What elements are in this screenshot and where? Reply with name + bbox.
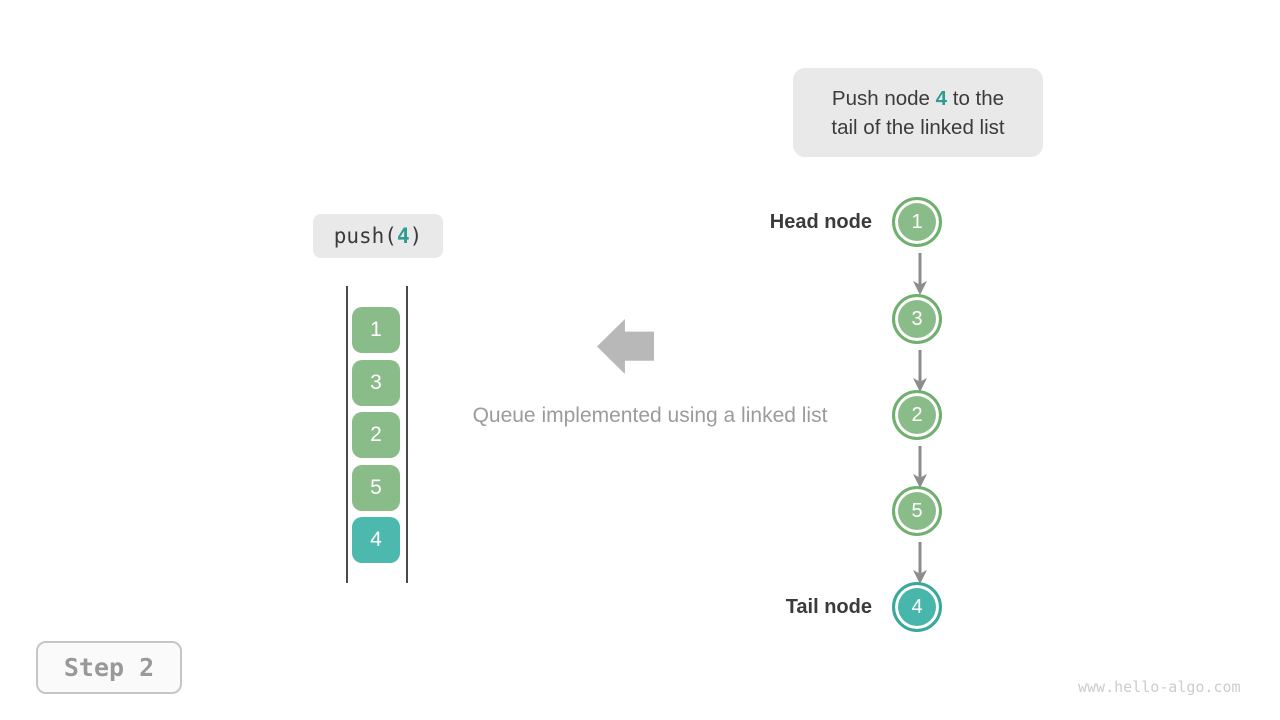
watermark: www.hello-algo.com [1078, 678, 1241, 696]
callout-line-2: tail of the linked list [831, 115, 1005, 139]
left-arrow-icon [597, 319, 654, 374]
list-node: 1 [892, 197, 942, 247]
queue-item-new: 4 [352, 517, 400, 563]
head-node-label: Head node [769, 211, 872, 233]
down-arrow-icon [913, 253, 927, 295]
list-node: 2 [892, 390, 942, 440]
down-arrow-icon [913, 542, 927, 584]
tail-node-label: Tail node [785, 596, 872, 618]
callout-highlight-value: 4 [935, 86, 948, 110]
step-badge: Step 2 [36, 641, 182, 694]
down-arrow-icon [913, 446, 927, 488]
list-node-tail: 4 [892, 582, 942, 632]
callout-line-1: Push node 4 to the [831, 86, 1005, 110]
queue-item: 1 [352, 307, 400, 353]
list-node: 5 [892, 486, 942, 536]
queue-rail-left [346, 286, 348, 583]
queue-rail-right [406, 286, 408, 583]
operation-suffix: ) [409, 224, 423, 248]
callout-bubble: Push node 4 to the tail of the linked li… [793, 68, 1043, 157]
operation-arg: 4 [396, 224, 410, 248]
operation-prefix: push( [333, 224, 397, 248]
list-node: 3 [892, 294, 942, 344]
queue-item: 5 [352, 465, 400, 511]
down-arrow-icon [913, 350, 927, 392]
diagram-caption: Queue implemented using a linked list [472, 404, 828, 427]
operation-label: push(4) [313, 214, 443, 258]
queue-item: 2 [352, 412, 400, 458]
queue-item: 3 [352, 360, 400, 406]
